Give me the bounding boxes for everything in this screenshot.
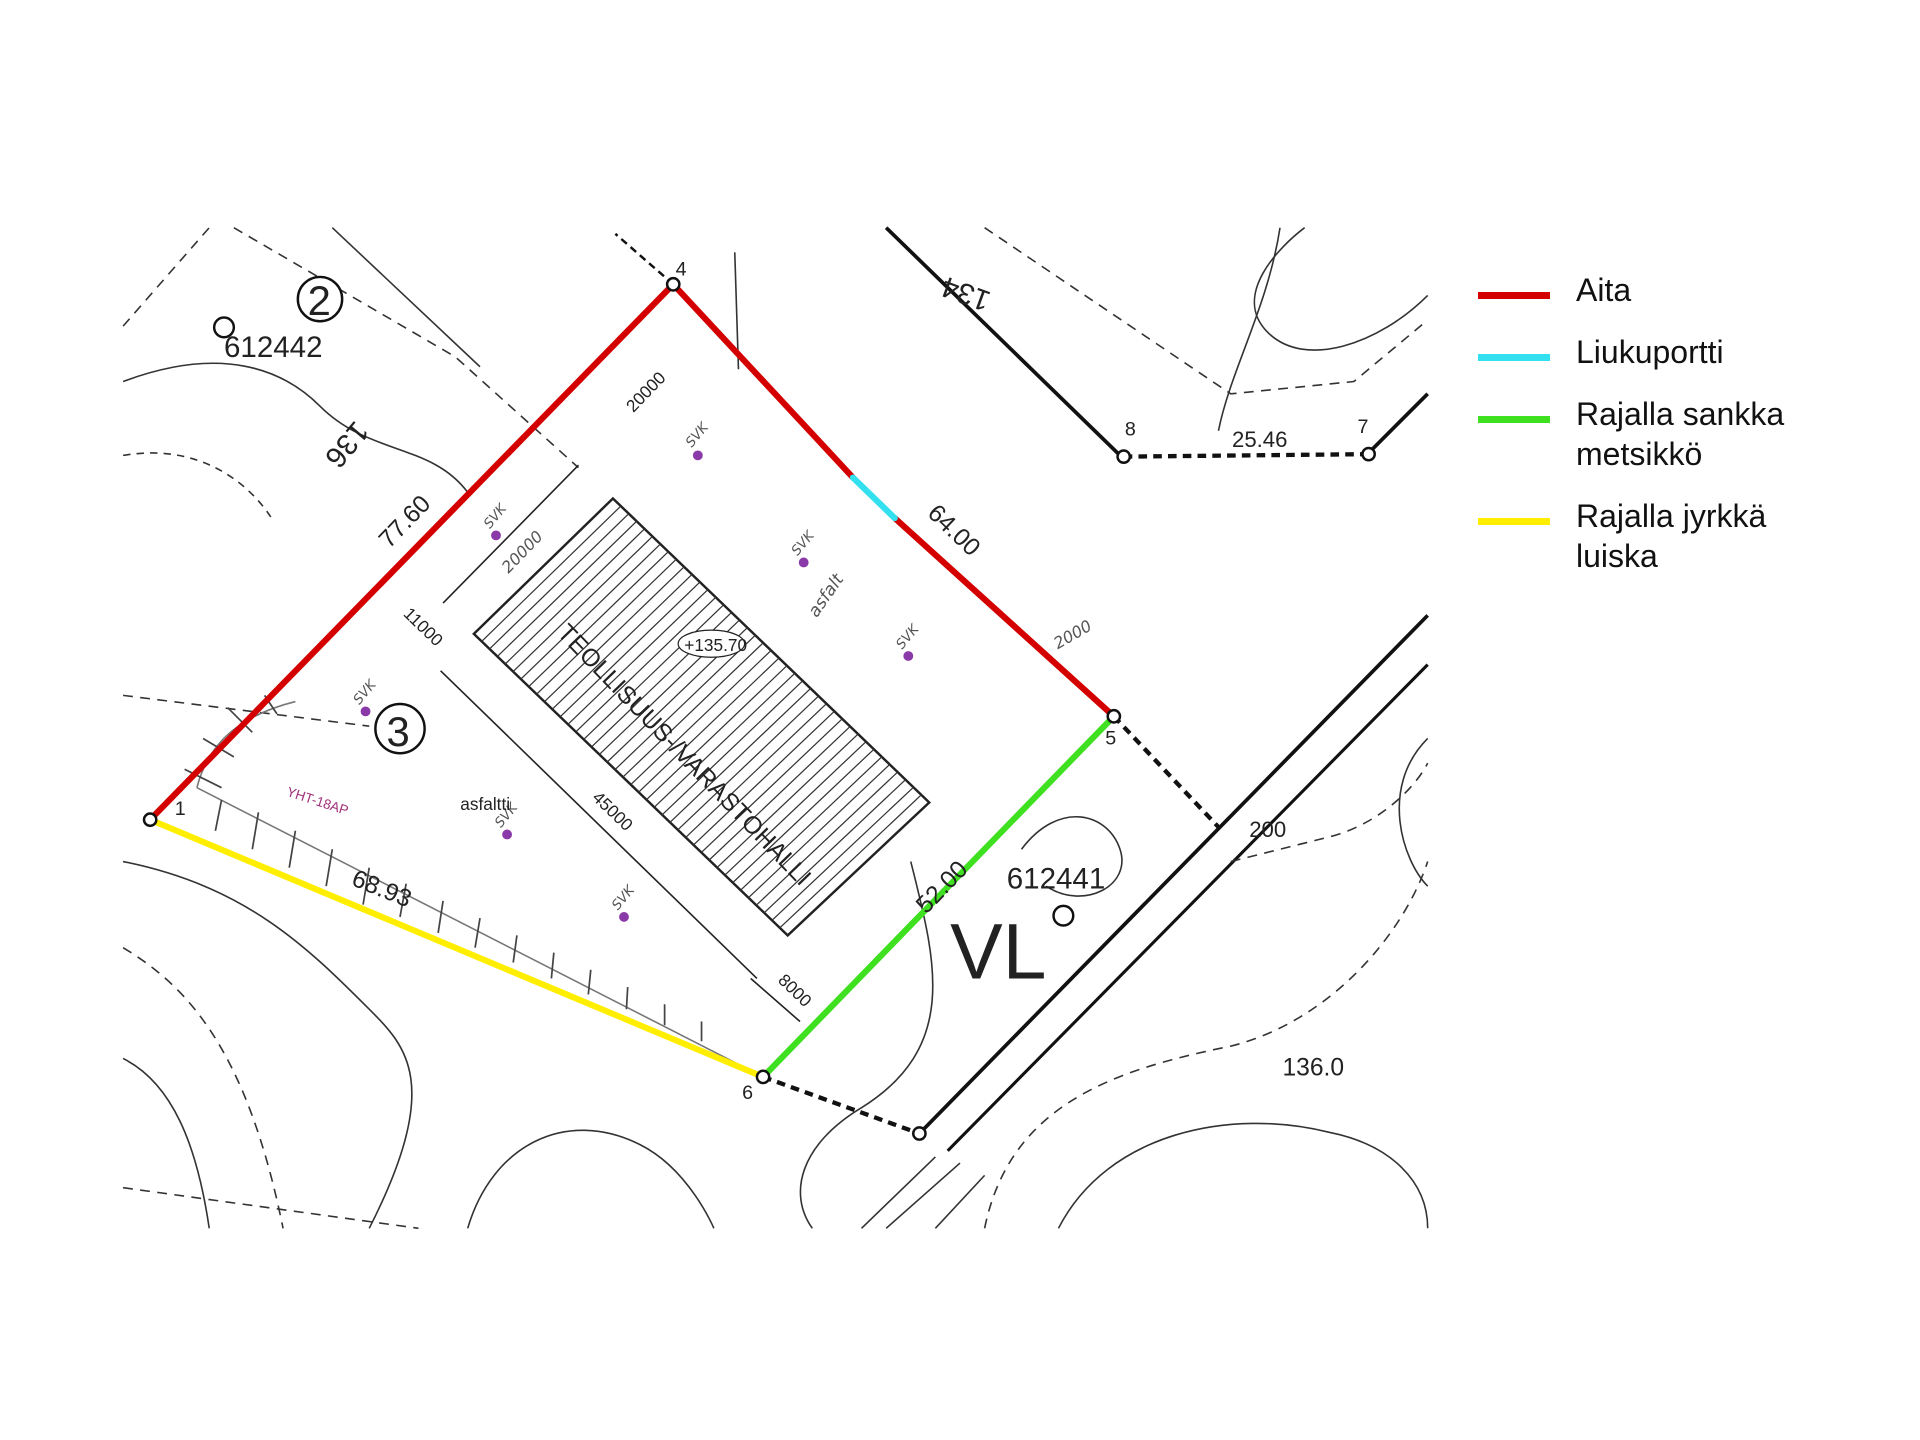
- hatch-line: [481, 505, 622, 642]
- contour-134-label: 134: [937, 270, 995, 318]
- dim-11000: 11000: [400, 603, 447, 650]
- hatch-line: [614, 634, 756, 770]
- parcel-east-label: 612441: [1007, 863, 1106, 896]
- hatch-line: [732, 748, 875, 884]
- point-1-label: 1: [175, 798, 186, 820]
- hatch-line: [653, 672, 796, 808]
- dim-20000: 20000: [622, 368, 670, 416]
- parcel-west-label: 612442: [224, 331, 323, 364]
- hatch-line: [700, 718, 843, 853]
- point-8-label: 8: [1125, 419, 1136, 441]
- gate-swatch: [1478, 354, 1550, 361]
- hatch-line: [512, 536, 653, 672]
- hatch-line: [622, 642, 764, 778]
- hatch-line: [551, 574, 693, 710]
- contour-136-label: 136: [318, 415, 375, 474]
- legend: Aita Liukuportti Rajalla sankka metsikkö…: [1478, 270, 1898, 598]
- hatch-line: [748, 764, 891, 899]
- hatch-line: [646, 665, 788, 801]
- elevation-label: 136.0: [1282, 1055, 1344, 1082]
- legend-item-steep-slope: Rajalla jyrkkä luiska: [1478, 496, 1898, 576]
- point-4-label: 4: [676, 259, 687, 281]
- hatch-line: [567, 589, 709, 725]
- hatch-line: [716, 733, 859, 868]
- hatch-line: [763, 779, 906, 914]
- dim-p8-p7: 25.46: [1232, 427, 1287, 452]
- hatch-line: [520, 543, 661, 680]
- block-3-label: 3: [386, 708, 409, 755]
- hatch-line: [755, 771, 899, 906]
- building-elevation: +135.70: [684, 635, 747, 655]
- svk-label: SVK: [350, 676, 380, 708]
- sliding-gate-line: [849, 474, 898, 522]
- legend-label: Aita: [1576, 272, 1632, 308]
- hatch-line: [575, 596, 717, 733]
- hatch-line: [771, 786, 914, 921]
- point-5-label: 5: [1105, 728, 1116, 750]
- note-label: YHT-18AP: [285, 784, 350, 818]
- point-7-label: 7: [1358, 416, 1369, 438]
- legend-item-sliding-gate: Liukuportti: [1478, 332, 1898, 372]
- hatch-line: [740, 756, 883, 891]
- dim-45000: 45000: [589, 787, 637, 835]
- hatch-line: [685, 703, 827, 838]
- hatch-line: [630, 650, 772, 786]
- hatch-line: [489, 513, 630, 650]
- slope-hatching: [184, 694, 703, 1042]
- building: [472, 496, 932, 938]
- legend-item-dense-forest: Rajalla sankka metsikkö: [1478, 394, 1898, 474]
- hatch-line: [638, 657, 780, 793]
- hatch-line: [536, 558, 677, 695]
- hatch-line: [677, 695, 819, 831]
- surface-hand-label: asfalt: [804, 570, 848, 622]
- hand-dim-2000: 2000: [1050, 616, 1095, 653]
- hatch-line: [693, 710, 835, 846]
- hatch-line: [528, 551, 669, 688]
- hatch-line: [559, 581, 701, 718]
- svk-label: SVK: [682, 419, 712, 451]
- svk-label: SVK: [481, 500, 511, 532]
- fence-swatch: [1478, 292, 1550, 299]
- zone-label: VL: [950, 907, 1046, 995]
- hatch-line: [544, 566, 685, 703]
- legend-label: Rajalla jyrkkä luiska: [1576, 498, 1767, 574]
- hatch-line: [724, 741, 867, 876]
- point-6-label: 6: [742, 1082, 753, 1104]
- boundary-points: [142, 275, 1377, 1141]
- legend-label: Rajalla sankka metsikkö: [1576, 396, 1785, 472]
- steep-slope-line: [147, 816, 767, 1080]
- svk-markers: [360, 450, 914, 922]
- svk-label: SVK: [609, 882, 639, 914]
- forest-swatch: [1478, 416, 1550, 423]
- dimension-lines: [440, 464, 801, 1023]
- legend-item-fence: Aita: [1478, 270, 1898, 310]
- dense-forest-line: [760, 713, 1117, 1080]
- hatch-line: [504, 528, 645, 665]
- svk-label: SVK: [893, 621, 923, 653]
- legend-label: Liukuportti: [1576, 334, 1724, 370]
- background-lines: [122, 226, 1430, 1230]
- svk-label: SVK: [788, 527, 818, 559]
- block-2-label: 2: [308, 277, 331, 324]
- hatch-line: [583, 604, 725, 740]
- hatch-line: [496, 520, 638, 657]
- hatch-line: [779, 794, 922, 929]
- dim-nw: 77.60: [374, 490, 436, 553]
- hatch-line: [661, 680, 804, 816]
- surface-label: asfaltti: [460, 794, 510, 814]
- hatch-line: [669, 688, 812, 823]
- hatch-line: [708, 726, 851, 861]
- slope-swatch: [1478, 518, 1550, 525]
- dim-200: 200: [1249, 817, 1286, 842]
